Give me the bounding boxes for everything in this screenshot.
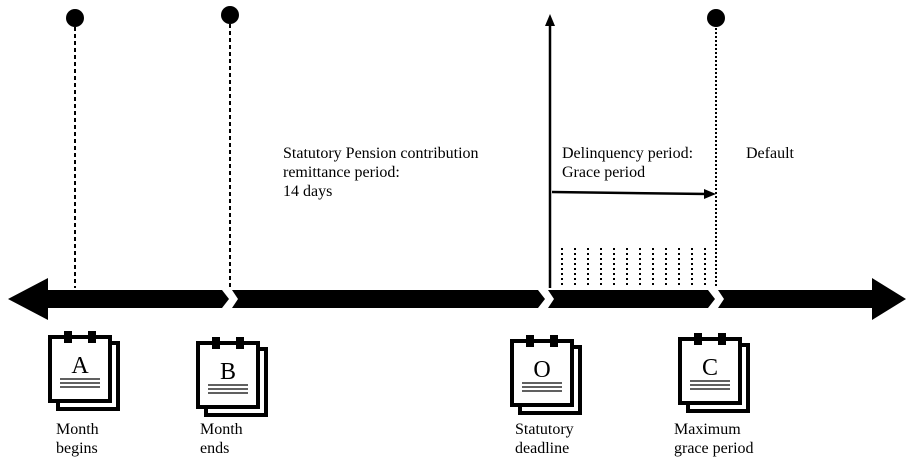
milestone-caption-a: Month begins xyxy=(56,420,99,458)
pin-month-ends xyxy=(221,6,239,288)
grace-period-arrow xyxy=(551,189,716,199)
caption-line: grace period xyxy=(674,440,754,457)
caption-line: Month xyxy=(56,421,99,438)
remittance-line: remittance period: xyxy=(283,164,400,181)
default-label: Default xyxy=(746,145,794,162)
timeline-segment-4 xyxy=(718,278,906,320)
delinquency-line: Delinquency period: xyxy=(562,145,694,162)
calendar-letter: O xyxy=(533,357,550,383)
caption-line: Statutory xyxy=(515,421,574,438)
remittance-line: Statutory Pension contribution xyxy=(283,145,479,162)
calendar-letter: B xyxy=(220,359,236,385)
calendar-letter: A xyxy=(71,353,89,379)
timeline-bar xyxy=(8,278,906,320)
timeline-left-arrowhead xyxy=(8,278,48,320)
calendar-icon-a: A xyxy=(48,331,120,411)
timeline-segment-3 xyxy=(548,290,715,308)
milestone-caption-o: Statutory deadline xyxy=(515,420,574,458)
deadline-arrow xyxy=(545,14,555,288)
milestone-caption-c: Maximum grace period xyxy=(674,420,754,458)
caption-line: begins xyxy=(56,440,98,457)
delinquency-period-label: Delinquency period: Grace period xyxy=(562,144,693,182)
remittance-line: 14 days xyxy=(283,183,333,200)
delinquency-line: Grace period xyxy=(562,164,646,181)
grace-period-hatching xyxy=(561,248,706,288)
calendar-icon-b: B xyxy=(196,337,268,417)
timeline-segment-2 xyxy=(232,290,545,308)
remittance-period-label: Statutory Pension contribution remittanc… xyxy=(283,144,479,201)
calendar-icon-c: C xyxy=(678,333,750,413)
caption-line: Month xyxy=(200,421,243,438)
caption-line: ends xyxy=(200,440,230,457)
pin-maximum-grace xyxy=(707,9,725,288)
timeline-segment-1 xyxy=(48,290,229,308)
caption-line: Maximum xyxy=(674,421,741,438)
calendar-icon-o: O xyxy=(510,335,582,415)
milestone-caption-b: Month ends xyxy=(200,420,243,458)
calendar-letter: C xyxy=(702,355,718,381)
caption-line: deadline xyxy=(515,440,570,457)
pin-month-begins xyxy=(66,9,84,288)
